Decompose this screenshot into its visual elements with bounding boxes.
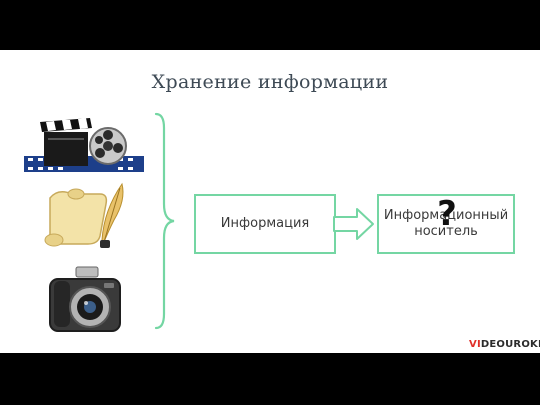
clapperboard-icon <box>40 118 92 166</box>
slide-title: Хранение информации <box>151 71 389 93</box>
camera-icon <box>49 266 121 332</box>
right-arrow-icon <box>333 208 374 240</box>
information-label: Информация <box>220 216 310 231</box>
scroll-quill-icon <box>44 182 124 248</box>
logo-text: DEOUROKI <box>480 339 540 350</box>
film-reel-icon <box>24 118 144 172</box>
videouroki-logo: VIDEOUROKI <box>469 339 540 350</box>
information-carrier-box: Информационный носитель <box>377 194 515 254</box>
information-carrier-label: Информационный носитель <box>383 208 509 239</box>
information-box: Информация <box>194 194 336 254</box>
question-mark: ? <box>437 194 457 234</box>
curly-brace-icon <box>154 112 175 330</box>
slide: Хранение информации <box>0 50 540 353</box>
